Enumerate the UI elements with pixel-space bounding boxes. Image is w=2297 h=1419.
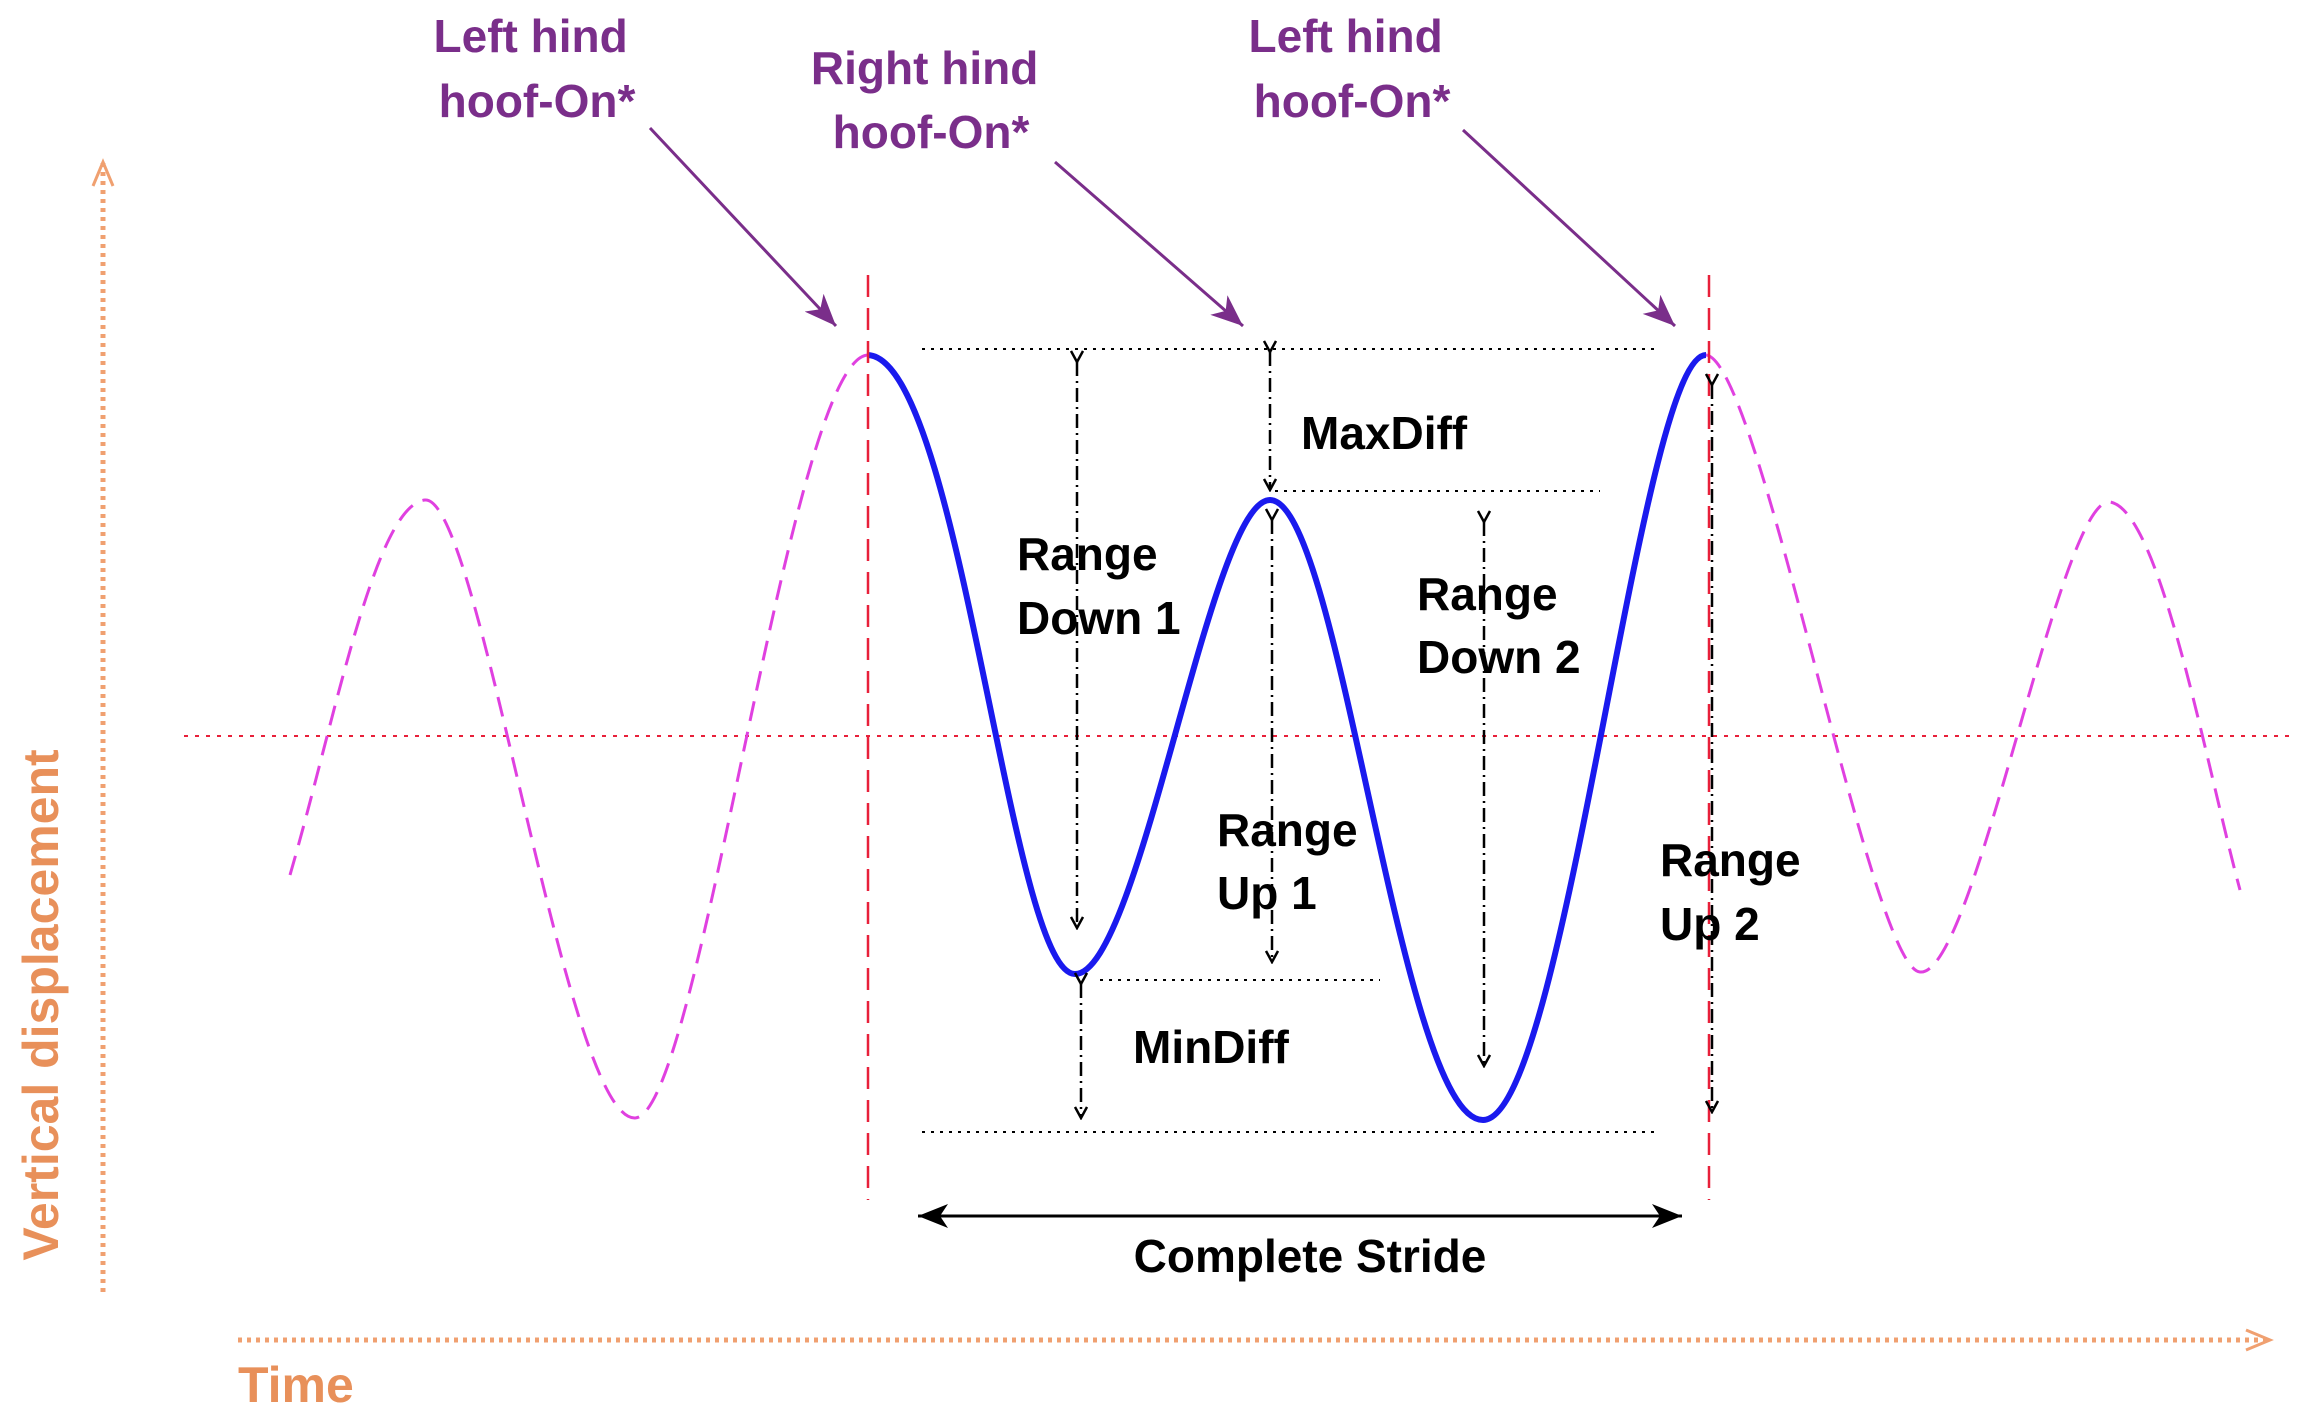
range-down-2-label: Range Down 2 (1417, 568, 1581, 683)
complete-stride-label: Complete Stride (1134, 1230, 1487, 1282)
range-up-1-label: Range Up 1 (1217, 804, 1370, 919)
max-diff-label: MaxDiff (1301, 407, 1468, 459)
context-curve-left (288, 353, 869, 1120)
range-down-1-label: Range Down 1 (1017, 528, 1181, 644)
x-axis-label: Time (238, 1357, 354, 1413)
range-up-2-label: Range Up 2 (1660, 834, 1813, 950)
left-hoof-label-2: Left hind hoof-On* (1249, 10, 1456, 127)
context-curve-right (1705, 353, 2242, 974)
y-axis-label: Vertical displacement (13, 749, 69, 1261)
right-hoof-label: Right hind hoof-On* (811, 42, 1051, 158)
left-hoof-pointer-1 (648, 126, 838, 328)
left-hoof-pointer-2 (1461, 128, 1677, 328)
right-hoof-pointer (1054, 160, 1244, 328)
stride-curve (867, 352, 1707, 1124)
left-hoof-label-1: Left hind hoof-On* (434, 10, 641, 127)
min-diff-label: MinDiff (1133, 1021, 1290, 1073)
